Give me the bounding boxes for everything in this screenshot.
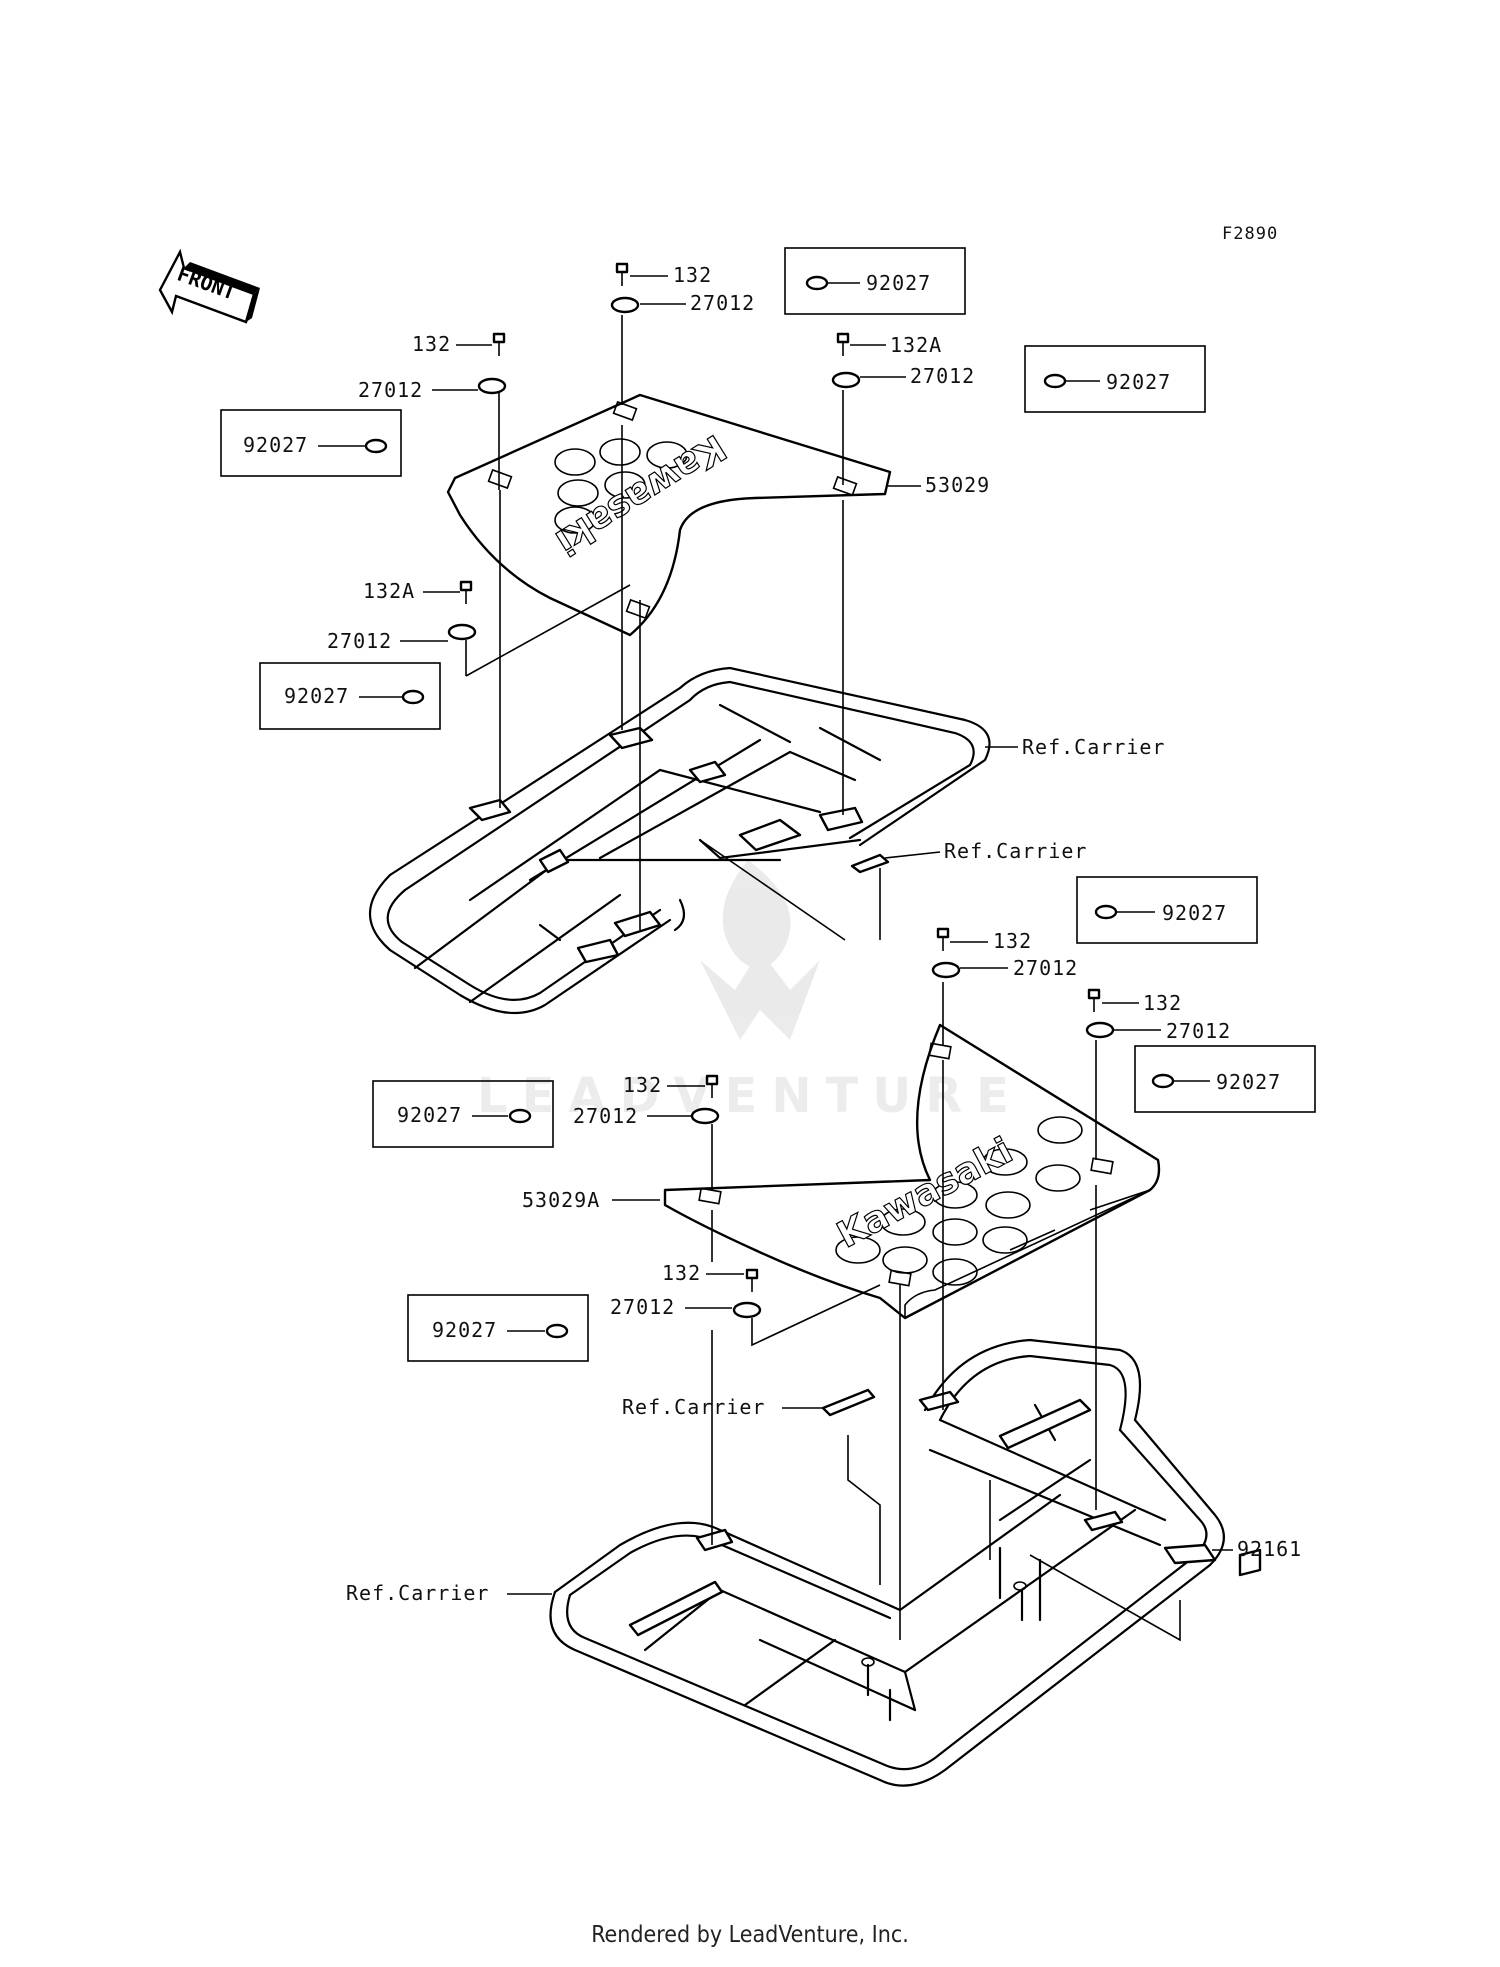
front-arrow-icon: FRONT: [158, 248, 260, 324]
callout-132: 132: [673, 263, 712, 287]
clip-icon: [690, 1107, 720, 1125]
fastener-set-top: [447, 262, 881, 941]
callout-ref-carrier: Ref.Carrier: [622, 1395, 765, 1419]
callout-ref-carrier: Ref.Carrier: [346, 1581, 489, 1605]
callout-53029A: 53029A: [522, 1188, 600, 1212]
callout-27012: 27012: [573, 1104, 638, 1128]
footer-credit: Rendered by LeadVenture, Inc.: [591, 1922, 909, 1948]
clip-icon: [610, 296, 640, 314]
callout-92027: 92027: [243, 433, 308, 457]
callout-132: 132: [662, 1261, 701, 1285]
callout-132A: 132A: [363, 579, 415, 603]
callout-27012: 27012: [1166, 1019, 1231, 1043]
figure-code: F2890: [1222, 224, 1278, 244]
callout-92027: 92027: [866, 271, 931, 295]
callout-92027: 92027: [1216, 1070, 1281, 1094]
callout-ref-carrier: Ref.Carrier: [944, 839, 1087, 863]
callout-132A: 132A: [890, 333, 942, 357]
bolt-icon: [745, 1268, 759, 1292]
clip-icon: [831, 371, 861, 389]
bolt-icon: [705, 1074, 719, 1098]
bolt-icon: [615, 262, 629, 286]
callout-132: 132: [412, 332, 451, 356]
callout-27012: 27012: [327, 629, 392, 653]
fastener-set-bottom: [690, 927, 1181, 1642]
carrier-mat-53029A: Kawasaki: [663, 1023, 1161, 1320]
callout-92161: 92161: [1237, 1537, 1302, 1561]
callout-132: 132: [1143, 991, 1182, 1015]
carrier-sticker-2: [821, 1388, 876, 1417]
carrier-sticker-1: [850, 853, 890, 874]
callout-27012: 27012: [1013, 956, 1078, 980]
carrier-mat-53029: Kawasaki: [446, 393, 892, 637]
callout-92027: 92027: [1162, 901, 1227, 925]
bolt-icon: [836, 332, 850, 356]
callout-132: 132: [993, 929, 1032, 953]
callout-27012: 27012: [690, 291, 755, 315]
callout-27012: 27012: [910, 364, 975, 388]
callout-92027: 92027: [284, 684, 349, 708]
callout-27012: 27012: [358, 378, 423, 402]
callout-132: 132: [623, 1073, 662, 1097]
callout-92027: 92027: [397, 1103, 462, 1127]
callout-92027: 92027: [1106, 370, 1171, 394]
bolt-icon: [459, 580, 473, 604]
clip-icon: [1085, 1021, 1115, 1039]
label-sticker-92161: [1163, 1543, 1217, 1565]
callout-53029: 53029: [925, 473, 990, 497]
clip-icon: [447, 623, 477, 641]
bolt-icon: [492, 332, 506, 356]
clip-icon: [732, 1301, 762, 1319]
callout-ref-carrier: Ref.Carrier: [1022, 735, 1165, 759]
callout-27012: 27012: [610, 1295, 675, 1319]
clip-icon: [931, 961, 961, 979]
callout-92027: 92027: [432, 1318, 497, 1342]
bolt-icon: [936, 927, 950, 951]
front-carrier-rack: [368, 666, 991, 1015]
clip-icon: [477, 377, 507, 395]
rear-carrier-rack: [549, 1338, 1262, 1787]
bolt-icon: [1087, 988, 1101, 1012]
